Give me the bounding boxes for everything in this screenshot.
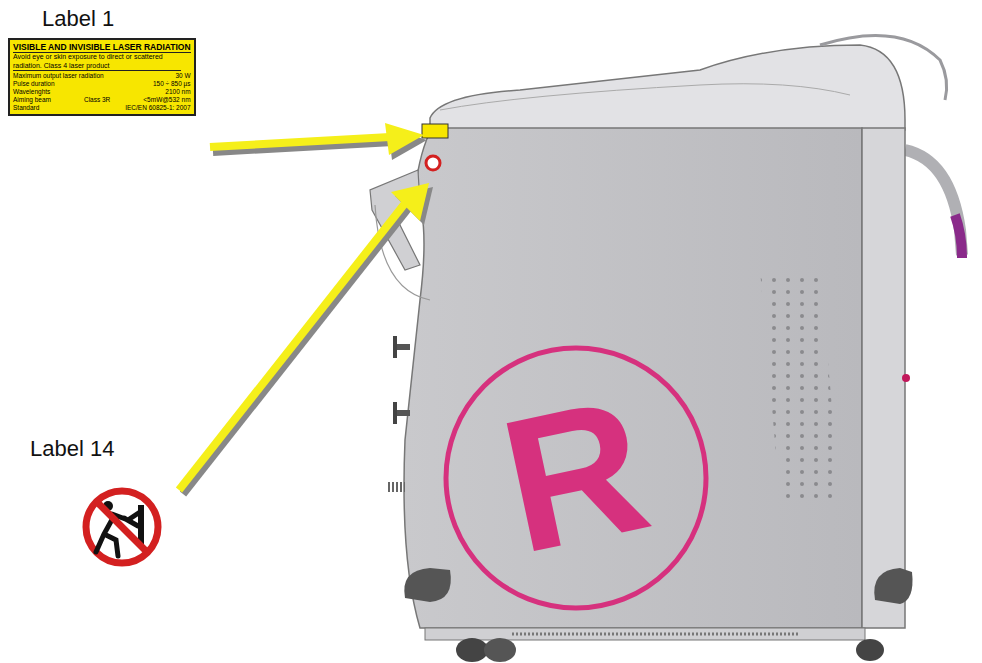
- sticker-cell: Pulse duration: [13, 80, 55, 88]
- sticker-cell: 2100 nm: [165, 88, 190, 96]
- sticker-cell: IEC/EN 60825-1: 2007: [125, 104, 190, 112]
- bumper: [874, 568, 912, 604]
- label-sticker-group: Label 1 VISIBLE AND INVISIBLE LASER RADIA…: [8, 6, 196, 116]
- sticker-row: Maximum output laser radiation 30 W: [13, 72, 191, 80]
- sticker-warning: Avoid eye or skin exposure to direct or …: [13, 53, 181, 71]
- label-heading: Label 1: [42, 6, 196, 32]
- sticker-cell: <5mW@532 nm: [143, 96, 190, 104]
- rear-panel: [862, 128, 905, 628]
- laser-warning-sticker: VISIBLE AND INVISIBLE LASER RADIATIONAvo…: [8, 38, 196, 116]
- sticker-cell: 30 W: [175, 72, 190, 80]
- sticker-cell: Standard: [13, 104, 39, 112]
- pointer-arrow: [179, 183, 433, 494]
- cable: [905, 150, 962, 255]
- sticker-cell: Aiming beam: [13, 96, 51, 104]
- wheel: [856, 639, 884, 661]
- sticker-row: Wavelenghts 2100 nm: [13, 88, 191, 96]
- laser-sticker-on-device: [422, 124, 448, 138]
- no-pushing-sign: [86, 491, 158, 563]
- bumper: [404, 568, 451, 602]
- sticker-cell: Wavelenghts: [13, 88, 50, 96]
- top-cover: [430, 45, 905, 130]
- sticker-cell: Maximum output laser radiation: [13, 72, 104, 80]
- pointer-arrow: [210, 123, 427, 160]
- sticker-cell: Class 3R: [84, 96, 110, 104]
- handle: [820, 35, 947, 100]
- sticker-row: Pulse duration 150 ÷ 850 µs: [13, 80, 191, 88]
- wheel: [484, 638, 516, 662]
- sticker-row: Standard IEC/EN 60825-1: 2007: [13, 104, 191, 112]
- sticker-row: Aiming beam Class 3R <5mW@532 nm: [13, 96, 191, 104]
- logo-ring: [446, 348, 706, 608]
- vent-holes: [760, 270, 840, 500]
- housing: [404, 128, 862, 628]
- wheel: [456, 638, 488, 662]
- cable-end: [955, 215, 962, 258]
- no-push-sticker-on-device: [426, 156, 440, 170]
- sticker-title: VISIBLE AND INVISIBLE LASER RADIATION: [13, 42, 191, 53]
- sticker-cell: 150 ÷ 850 µs: [153, 80, 191, 88]
- label-heading: Label 14: [30, 436, 114, 462]
